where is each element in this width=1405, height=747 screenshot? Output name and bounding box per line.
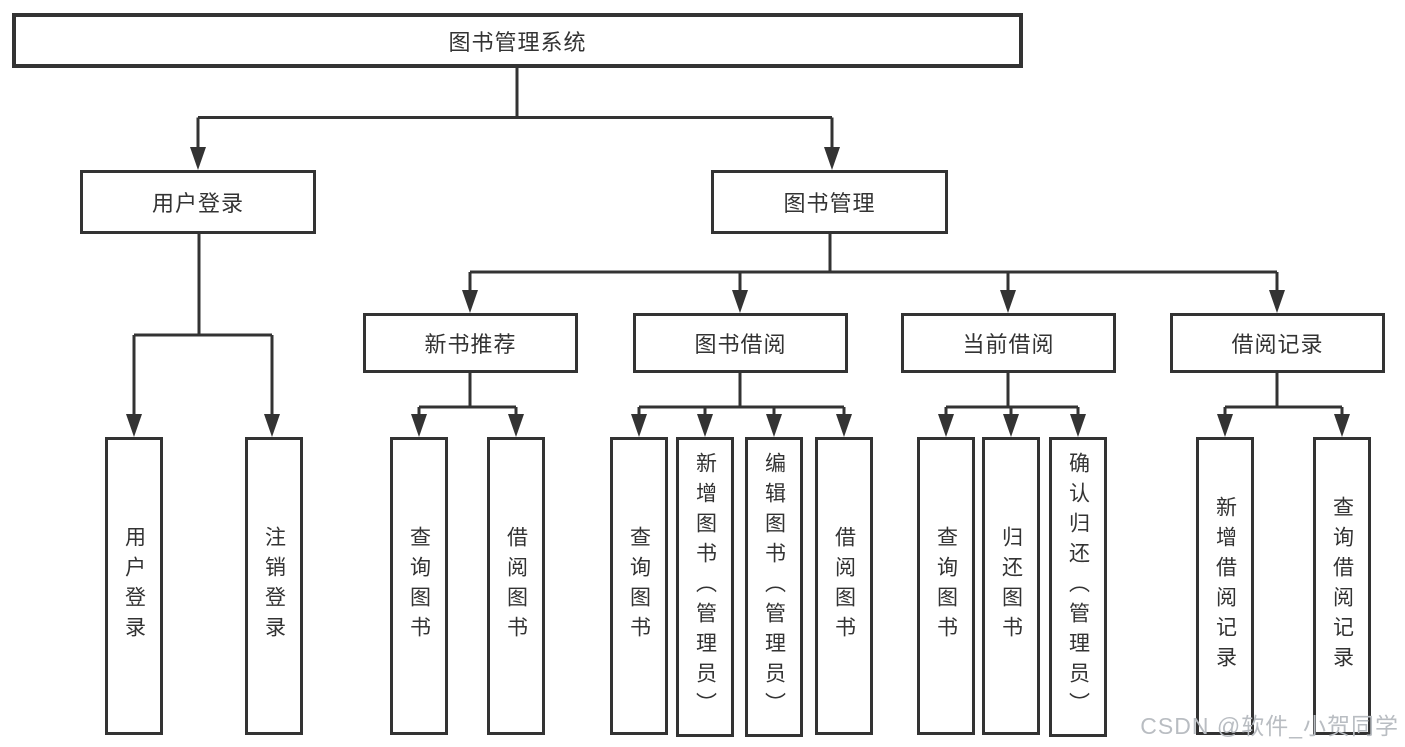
- csdn-watermark: CSDN @软件_小贺同学: [1140, 713, 1399, 739]
- node-label: 借阅图书: [504, 526, 528, 646]
- node-label: 编辑图书（管理员）: [762, 452, 786, 722]
- leaf-query-books-3: 查询图书: [917, 437, 975, 735]
- leaf-logout: 注销登录: [245, 437, 303, 735]
- node-label: 查询借阅记录: [1330, 496, 1354, 676]
- leaf-return-books: 归还图书: [982, 437, 1040, 735]
- node-label: 新增图书（管理员）: [693, 452, 717, 722]
- node-label: 确认归还（管理员）: [1066, 452, 1090, 722]
- node-label: 新书推荐: [424, 332, 517, 357]
- node-book-management: 图书管理: [711, 170, 948, 234]
- node-label: 借阅图书: [832, 526, 856, 646]
- node-label: 归还图书: [999, 526, 1023, 646]
- node-label: 用户登录: [122, 526, 146, 646]
- node-label: 新增借阅记录: [1213, 496, 1237, 676]
- leaf-add-borrow-record: 新增借阅记录: [1196, 437, 1254, 735]
- leaf-query-borrow-record: 查询借阅记录: [1313, 437, 1371, 735]
- node-label: 注销登录: [262, 526, 286, 646]
- node-new-book-recommendation: 新书推荐: [363, 313, 578, 373]
- node-current-borrowing: 当前借阅: [901, 313, 1116, 373]
- leaf-user-login: 用户登录: [105, 437, 163, 735]
- node-library-management-system: 图书管理系统: [12, 13, 1023, 68]
- node-user-login-branch: 用户登录: [80, 170, 316, 234]
- leaf-borrow-books-1: 借阅图书: [487, 437, 545, 735]
- node-label: 用户登录: [151, 191, 244, 216]
- node-label: 查询图书: [934, 526, 958, 646]
- node-label: 图书管理系统: [448, 29, 587, 55]
- node-label: 查询图书: [407, 526, 431, 646]
- node-borrowing-records: 借阅记录: [1170, 313, 1385, 373]
- leaf-confirm-return-admin: 确认归还（管理员）: [1049, 437, 1107, 737]
- node-label: 查询图书: [627, 526, 651, 646]
- node-label: 图书借阅: [694, 332, 787, 357]
- leaf-add-books-admin: 新增图书（管理员）: [676, 437, 734, 737]
- leaf-edit-books-admin: 编辑图书（管理员）: [745, 437, 803, 737]
- leaf-query-books-1: 查询图书: [390, 437, 448, 735]
- node-label: 当前借阅: [962, 332, 1055, 357]
- leaf-query-books-2: 查询图书: [610, 437, 668, 735]
- leaf-borrow-books-2: 借阅图书: [815, 437, 873, 735]
- node-label: 借阅记录: [1231, 332, 1324, 357]
- node-book-borrowing: 图书借阅: [633, 313, 848, 373]
- node-label: 图书管理: [783, 191, 876, 216]
